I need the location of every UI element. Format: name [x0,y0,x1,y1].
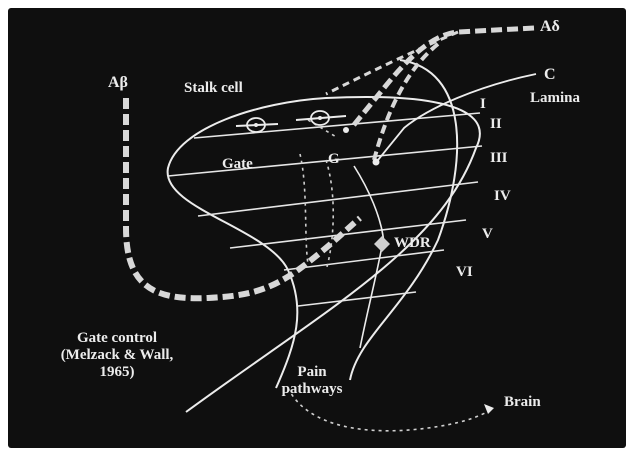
gate-control-caption: Gate control (Melzack & Wall, 1965) [44,330,190,381]
pain-pathways-line-2: pathways [272,381,352,398]
brain-arrowhead [484,404,494,414]
lamina-numeral-3: III [490,150,508,167]
brain-label: Brain [504,394,541,411]
stalk-cell-label: Stalk cell [184,80,243,97]
gate-control-line-3: 1965) [44,364,190,381]
diagram-panel: Aβ Stalk cell Gate G WDR Aδ C Lamina I I… [8,8,626,448]
gate-control-line-2: (Melzack & Wall, [44,347,190,364]
stalk-cell-1 [236,118,278,132]
a-delta-upper-branch [326,32,458,94]
stalk-cell-2 [296,111,346,125]
collateral-gate-to-wdr [300,154,308,264]
gate-control-line-1: Gate control [44,330,190,347]
gate-label: Gate [222,156,253,173]
a-beta-fiber [126,98,360,298]
synapse-dot-2 [373,159,380,166]
a-delta-label: Aδ [540,18,560,35]
lamina-numeral-4: IV [494,188,511,205]
lamina-label: Lamina [530,90,580,107]
g-label: G [328,151,340,168]
lamina-line-3 [198,182,478,216]
synapse-dot-1 [343,127,349,133]
lamina-line-2 [168,146,482,176]
pain-pathways-caption: Pain pathways [272,364,352,398]
pain-pathways-line-1: Pain [272,364,352,381]
c-fiber-label: C [544,66,556,83]
lamina-numeral-1: I [480,96,486,113]
a-delta-fiber [353,28,534,126]
wdr-label: WDR [394,235,431,252]
lamina-numeral-2: II [490,116,502,133]
a-beta-label: Aβ [108,74,128,91]
lamina-numeral-6: VI [456,264,473,281]
lamina-lines [168,113,482,306]
collateral-g-to-wdr [326,160,333,270]
wdr-cell-marker [374,236,390,252]
lamina-numeral-5: V [482,226,493,243]
